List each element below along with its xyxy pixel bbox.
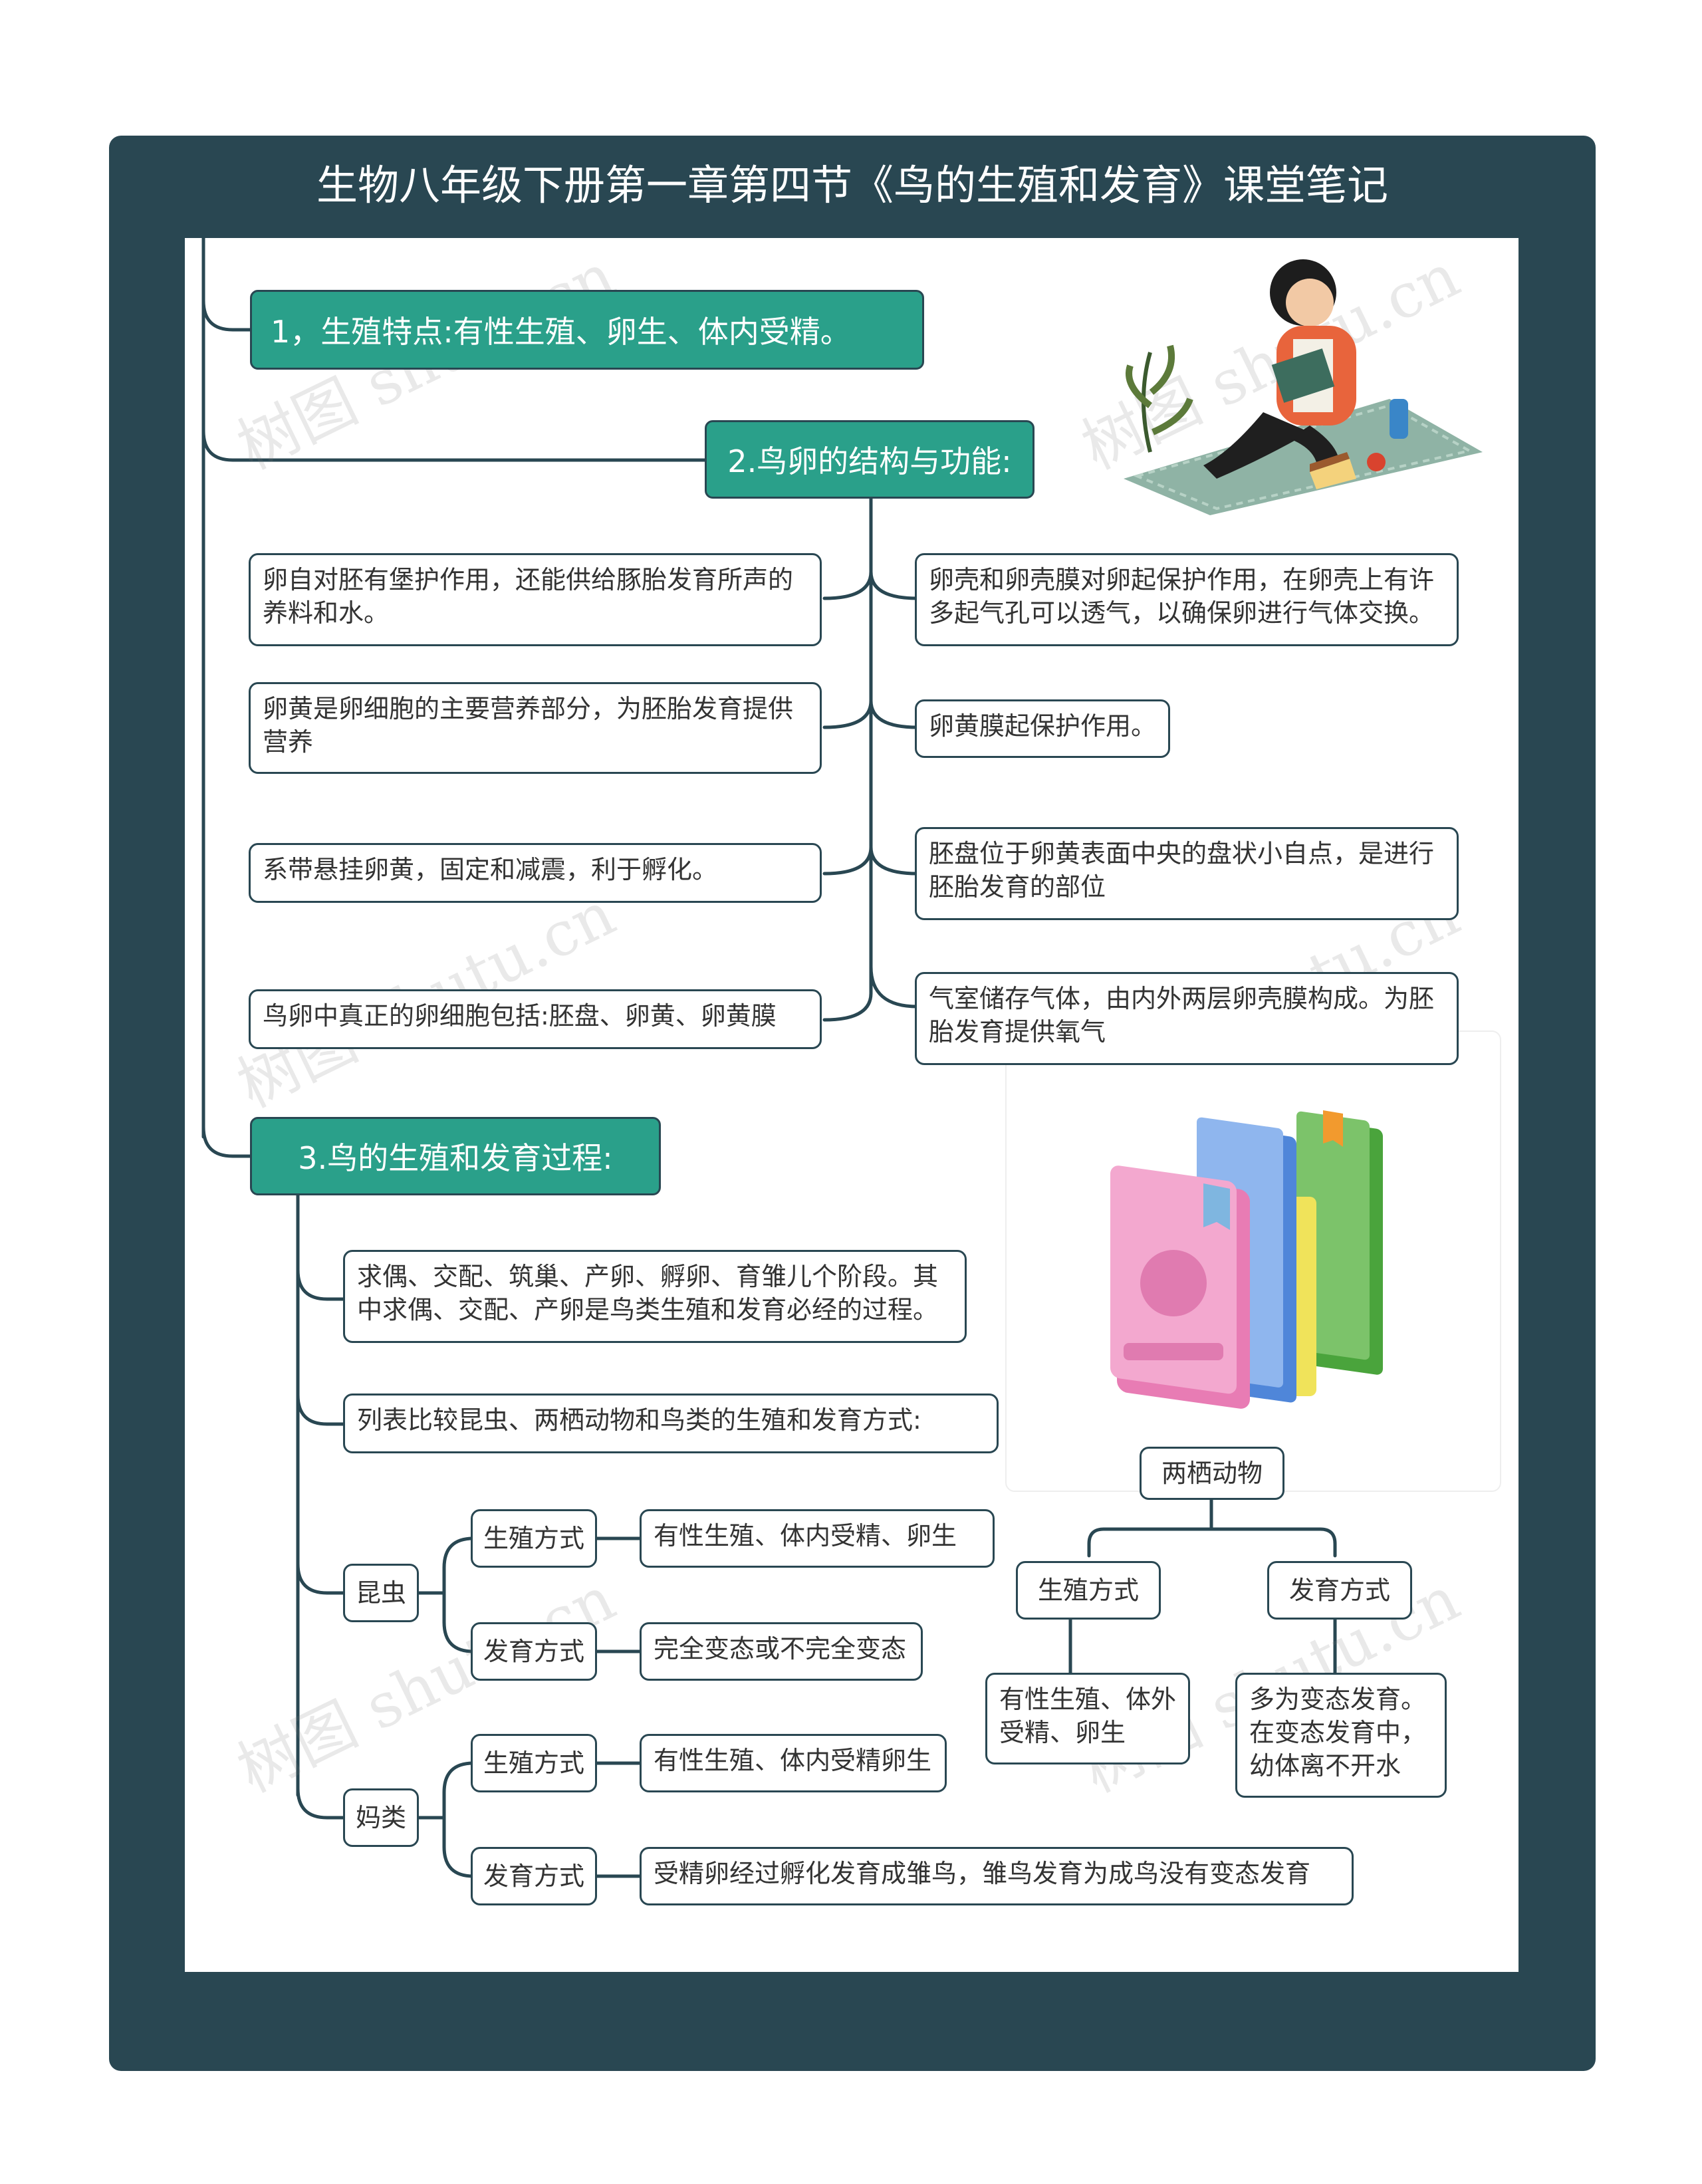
reading-girl-icon [1124,259,1483,515]
branch-s2 [201,429,708,462]
bird-node: 妈类 [343,1788,419,1847]
branch-s1 [201,299,253,332]
egg-left-node: 卵黄是卵细胞的主要营养部分，为胚胎发育提供营养 [249,682,822,774]
topic-breeding-process[interactable]: 3.鸟的生殖和发育过程: [250,1117,661,1195]
s2-left3 [822,845,873,876]
s2-right2 [869,699,919,729]
insect-repro-value: 有性生殖、体内受精、卵生 [640,1509,995,1568]
egg-left-node: 鸟卵中真正的卵细胞包括:胚盘、卵黄、卵黄膜 [249,989,822,1049]
egg-right-node: 卵壳和卵壳膜对卵起保护作用，在卵壳上有许多起气孔可以透气，以确保卵进行气体交换。 [915,553,1459,646]
egg-left-node: 系带悬挂卵黄，固定和减震，利于孵化。 [249,843,822,903]
egg-right-node: 卵黄膜起保护作用。 [915,699,1170,758]
amphibian-repro-label: 生殖方式 [1016,1561,1161,1620]
insect-dev-value: 完全变态或不完全变态 [640,1622,923,1681]
bird-dev-value: 受精卵经过孵化发育成雏鸟，雏鸟发育为成鸟没有变态发育 [640,1847,1354,1905]
s3-bird [296,1786,346,1820]
bird-dev-label: 发育方式 [471,1847,597,1905]
s2-right4 [869,965,919,1009]
amphibian-dev-value: 多为变态发育。在变态发育中，幼体离不开水 [1235,1673,1447,1798]
topic-egg-structure[interactable]: 2.鸟卵的结构与功能: [705,420,1034,499]
insect-repro-label: 生殖方式 [471,1509,597,1568]
insect-node: 昆虫 [343,1564,419,1622]
branch-s3 [201,1125,253,1158]
egg-right-node: 胚盘位于卵黄表面中央的盘状小自点，是进行胚胎发育的部位 [915,827,1459,920]
s3-insect [296,1562,346,1595]
bird-repro-label: 生殖方式 [471,1734,597,1792]
s2-left1 [822,570,873,600]
s3-compare [296,1393,346,1426]
page-title: 生物八年级下册第一章第四节《鸟的生殖和发育》课堂笔记 [316,161,1388,209]
s3-process [296,1268,346,1301]
process-node: 求偶、交配、筑巢、产卵、孵卵、育雏儿个阶段。其中求偶、交配、产卵是鸟类生殖和发育… [343,1250,967,1343]
egg-right-node: 气室储存气体，由内外两层卵壳膜构成。为胚胎发育提供氧气 [915,972,1459,1065]
egg-left-node: 卵自对胚有堡护作用，还能供给豚胎发育所声的养料和水。 [249,553,822,646]
topic-reproduction-traits[interactable]: 1，生殖特点:有性生殖、卵生、体内受精。 [250,290,924,370]
amphibian-repro-value: 有性生殖、体外受精、卵生 [985,1673,1190,1764]
s2-left4 [822,991,873,1022]
s2-right1 [869,570,919,600]
s2-left2 [822,699,873,729]
books-icon [1110,1110,1383,1409]
amphibian-node: 两栖动物 [1140,1447,1284,1500]
insect-dev-label: 发育方式 [471,1622,597,1681]
bird-repro-value: 有性生殖、体内受精卵生 [640,1734,947,1792]
compare-node: 列表比较昆虫、两栖动物和鸟类的生殖和发育方式: [343,1394,999,1453]
amphibian-dev-label: 发育方式 [1267,1561,1412,1620]
s2-right3 [869,845,919,876]
